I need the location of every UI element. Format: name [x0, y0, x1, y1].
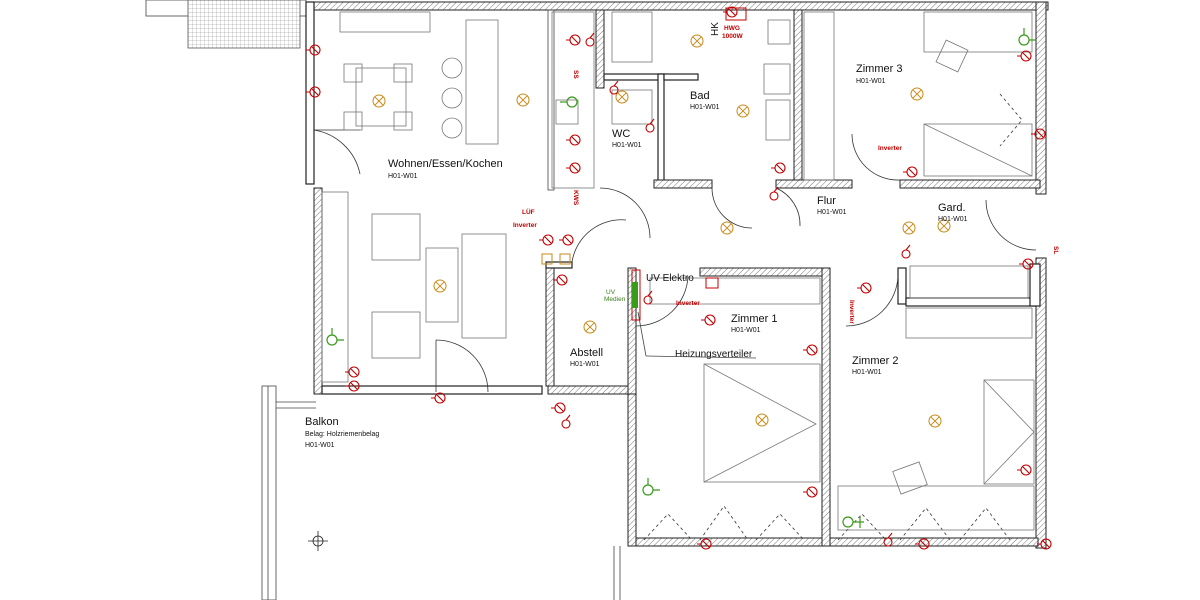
technical-labels: UV Elektro Heizungsverteiler UV Medien L…: [513, 22, 1059, 360]
room-code-zimmer1: H01-W01: [731, 327, 761, 334]
uv-medien-label-2: Medien: [604, 296, 626, 303]
room-name-abstell: Abstell: [570, 347, 603, 359]
room-code-zimmer2: H01-W01: [852, 369, 882, 376]
socket-icon: [1016, 50, 1032, 62]
uv-medien-label-1: UV: [606, 289, 616, 296]
room-name-wc: WC: [612, 128, 630, 140]
socket-icon: [770, 162, 786, 174]
room-code-flur: H01-W01: [817, 209, 847, 216]
entrance-canopy: [145, 0, 307, 49]
room-code-zimmer3: H01-W01: [856, 78, 886, 85]
socket-icon: [802, 486, 818, 498]
switch-icon: [609, 80, 619, 95]
network-outlet-icon: [842, 516, 864, 528]
kws-label: KWS: [572, 190, 579, 206]
inverter-label-3: Inverter: [878, 145, 902, 152]
room-name-zimmer3: Zimmer 3: [856, 63, 902, 75]
walls: [305, 1, 1049, 549]
hwg-label-1: HWG: [724, 25, 740, 32]
room-name-balkon: Balkon: [305, 416, 339, 428]
ceiling-light-icon: [615, 90, 629, 104]
room-code-bad: H01-W01: [690, 104, 720, 111]
room-name-gard: Gard.: [938, 202, 966, 214]
socket-icon: [565, 134, 581, 146]
socket-icon: [700, 314, 716, 326]
ceiling-light-icon: [372, 94, 386, 108]
room-name-wohnen: Wohnen/Essen/Kochen: [388, 158, 503, 170]
ceiling-light-icon: [690, 34, 704, 48]
inverter-label-1: Inverter: [513, 222, 537, 229]
room-name-zimmer2: Zimmer 2: [852, 355, 898, 367]
ss-label: SS: [572, 70, 579, 79]
socket-icon: [558, 234, 574, 246]
socket-icon: [538, 234, 554, 246]
sl-label: SL: [1052, 246, 1059, 254]
switch-icon: [645, 118, 655, 133]
luef-label: LÜF: [522, 207, 535, 216]
socket-icon: [552, 274, 568, 286]
ceiling-light-icon: [516, 93, 530, 107]
balcony-structure: [261, 385, 621, 600]
room-code-gard: H01-W01: [938, 216, 968, 223]
room-name-zimmer1: Zimmer 1: [731, 313, 777, 325]
north-arrow-icon: [308, 531, 328, 551]
room-code-wc: H01-W01: [612, 142, 642, 149]
switch-icon: [643, 290, 653, 305]
socket-icon: [1016, 464, 1032, 476]
furniture: [321, 11, 1035, 531]
switch-icon: [901, 244, 911, 259]
inverter-label-2: Inverter: [676, 300, 700, 307]
uv-elektro-label: UV Elektro: [646, 273, 694, 284]
room-code-wohnen: H01-W01: [388, 173, 418, 180]
socket-icon: [802, 344, 818, 356]
inverter-label-4: Inverter: [848, 300, 855, 324]
socket-icon: [902, 166, 918, 178]
socket-icon: [550, 402, 566, 414]
socket-icon: [565, 162, 581, 174]
socket-icon: [344, 366, 360, 378]
ceiling-light-icon: [755, 413, 769, 427]
hwg-label-2: 1000W: [722, 33, 743, 40]
switch-icon: [561, 414, 571, 429]
heizungsverteiler-label: Heizungsverteiler: [675, 349, 753, 360]
room-name-bad: Bad: [690, 90, 710, 102]
media-outlets: [326, 28, 1036, 528]
switch-icon: [585, 32, 595, 47]
doors: [313, 93, 1037, 541]
network-outlet-icon: [1018, 28, 1036, 46]
network-outlet-icon: [642, 478, 660, 496]
network-outlet-icon: [560, 96, 578, 108]
ceiling-light-icon: [583, 320, 597, 334]
socket-icon: [856, 282, 872, 294]
room-code-balkon: H01-W01: [305, 442, 335, 449]
network-outlet-icon: [326, 328, 344, 346]
room-labels: Wohnen/Essen/Kochen H01-W01 Bad H01-W01 …: [305, 63, 968, 449]
ceiling-light-icon: [902, 221, 916, 235]
hk-label: HK: [710, 22, 721, 36]
ceiling-light-icon: [433, 279, 447, 293]
ceiling-light-icon: [910, 87, 924, 101]
room-detail-balkon: Belag: Holzriemenbelag: [305, 431, 379, 438]
ceiling-light-icon: [736, 104, 750, 118]
electrical-symbols: [305, 6, 1052, 550]
room-code-abstell: H01-W01: [570, 361, 600, 368]
socket-icon: [565, 34, 581, 46]
room-name-flur: Flur: [817, 195, 836, 207]
switch-icon: [769, 186, 779, 201]
ceiling-light-icon: [928, 414, 942, 428]
ceiling-light-icon: [720, 221, 734, 235]
